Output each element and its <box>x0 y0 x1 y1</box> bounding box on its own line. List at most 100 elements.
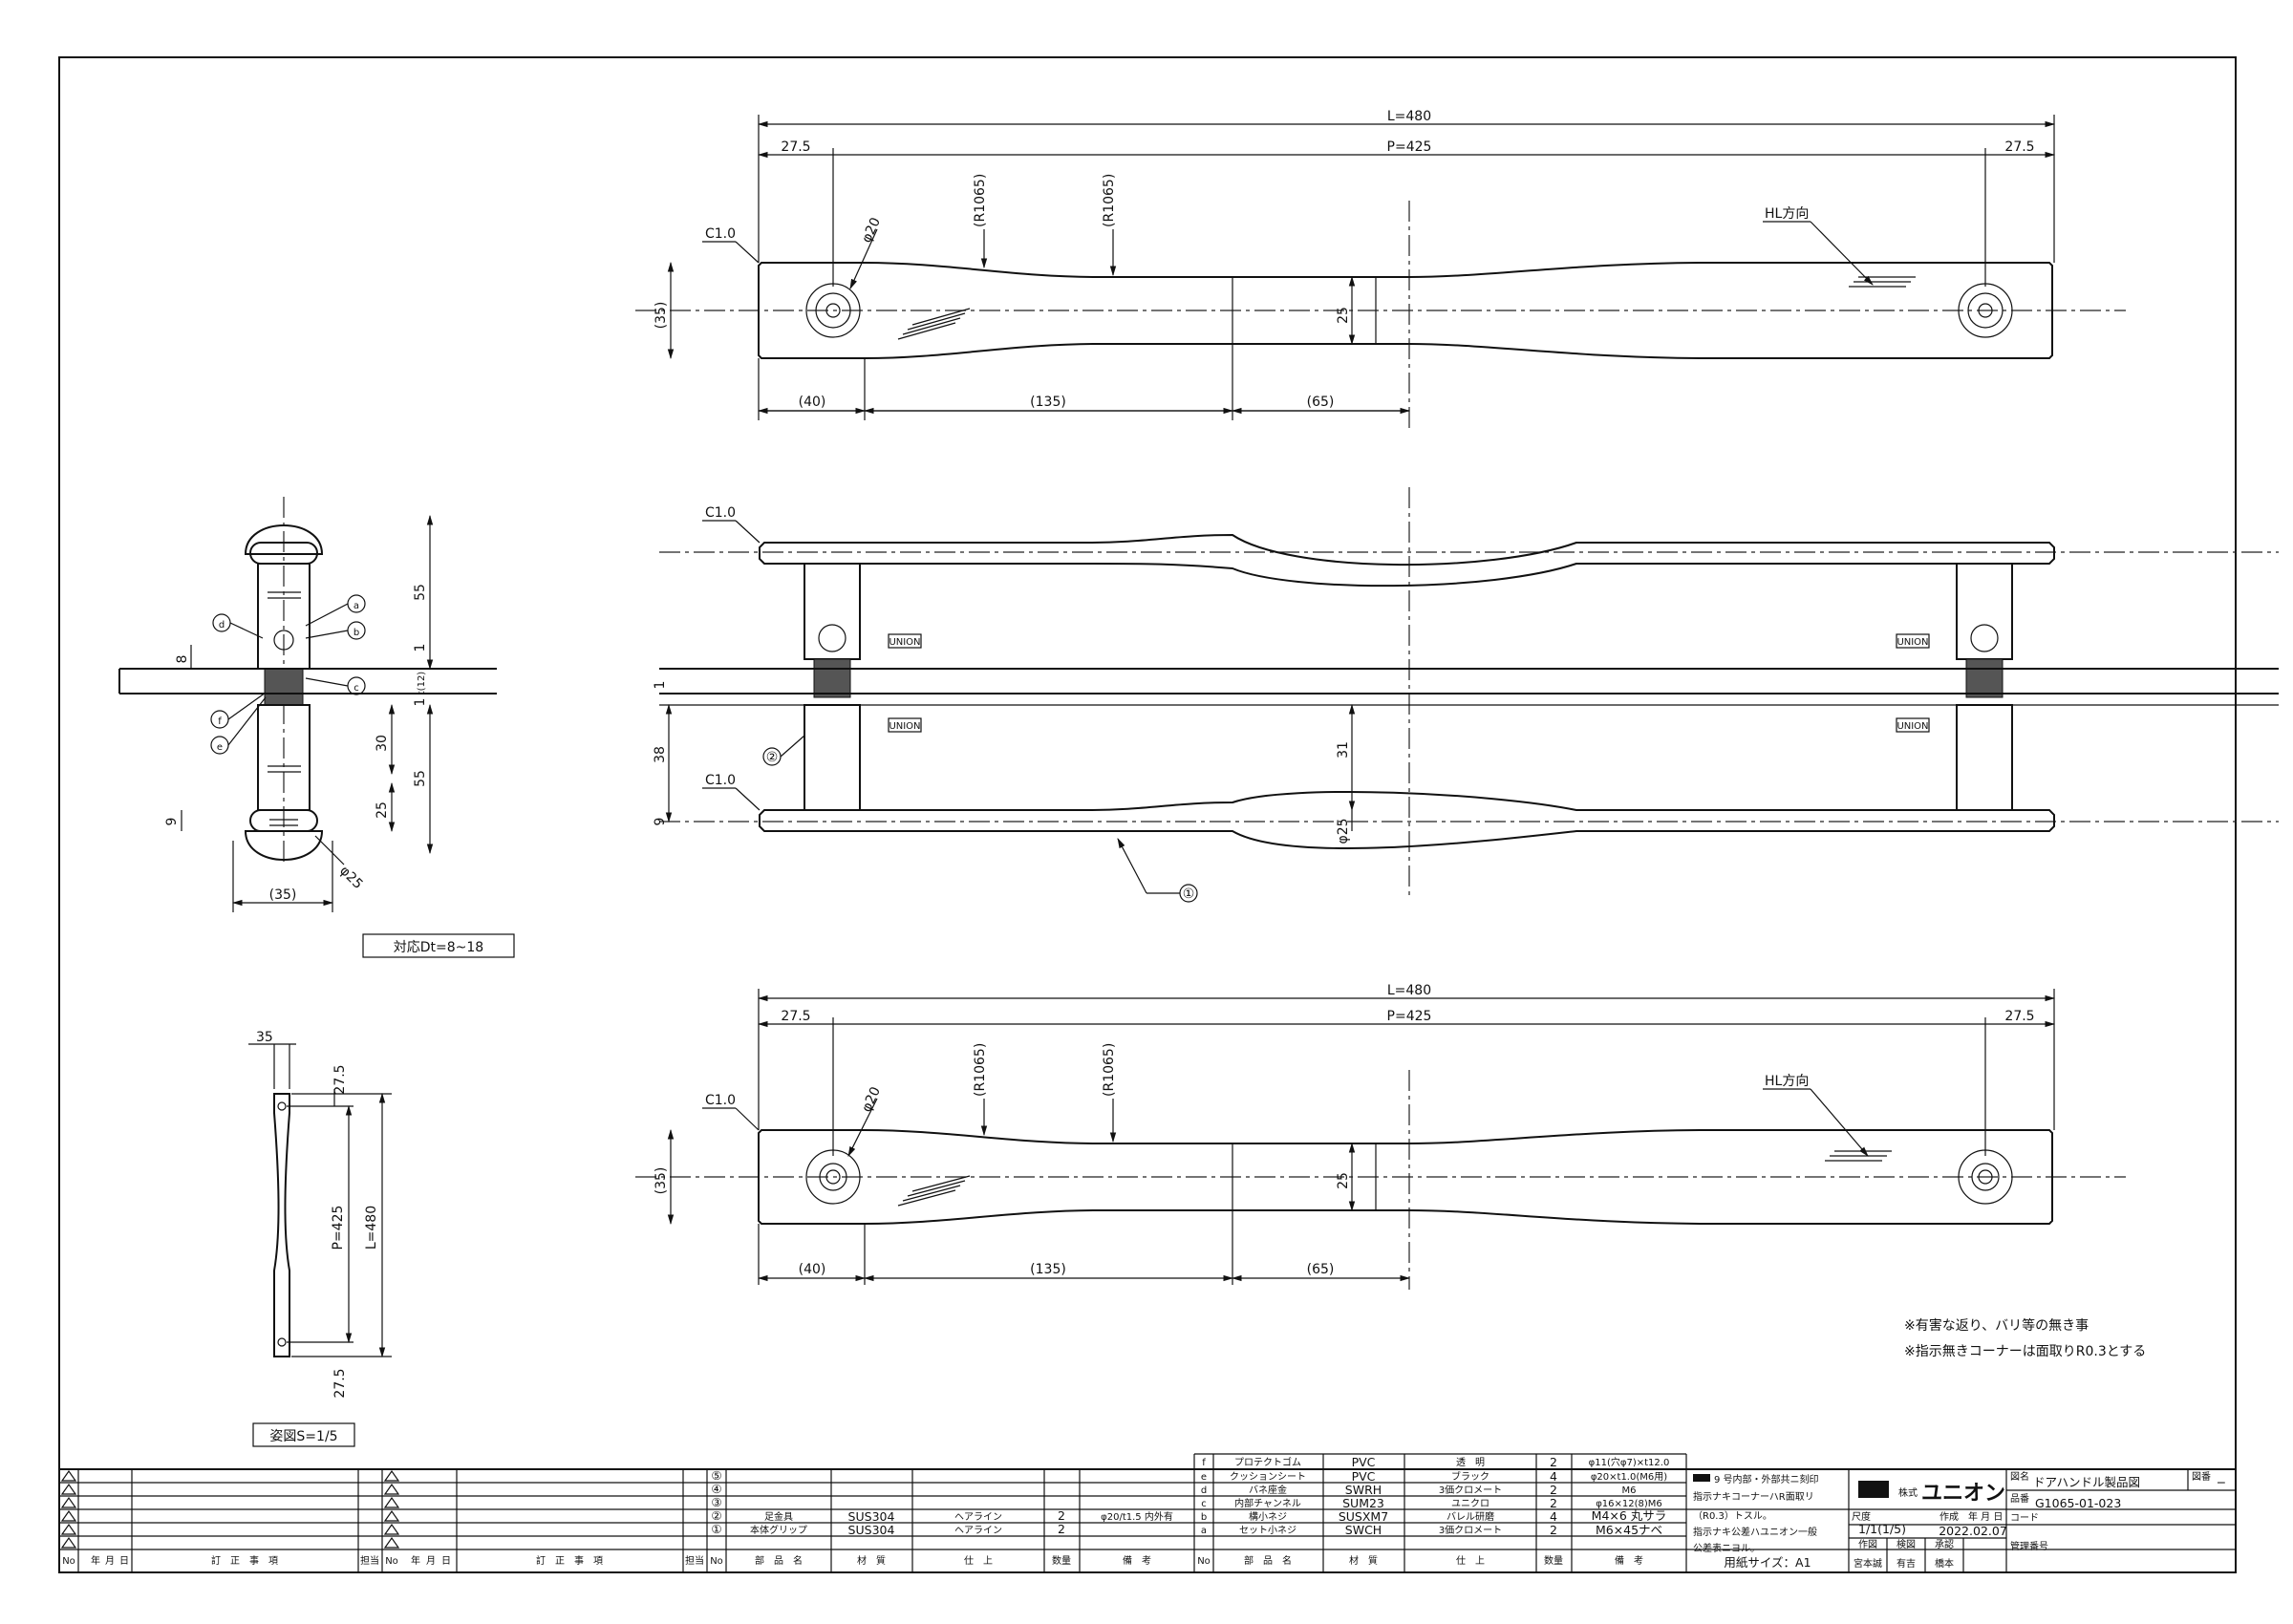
name-approver: 橋本 <box>1935 1557 1954 1570</box>
part-material: SUM23 <box>1342 1496 1384 1510</box>
note-2: ※指示無きコーナーは面取りR0.3とする <box>1904 1344 2146 1359</box>
part-no: ③ <box>711 1495 721 1509</box>
part-name: クッションシート <box>1230 1471 1306 1483</box>
parts-header-no-right: No <box>1197 1556 1211 1567</box>
rev-header-no-2: No <box>385 1556 398 1567</box>
part-material: SWRH <box>1345 1483 1382 1497</box>
dim-center-width: 25 <box>1336 307 1351 324</box>
part-no: b <box>1201 1512 1207 1523</box>
part-material: PVC <box>1352 1455 1376 1469</box>
part-no: ② <box>711 1508 721 1523</box>
marker-b: b <box>354 628 359 638</box>
dim-side-25: 25 <box>375 801 390 819</box>
dim-small-275-top: 27.5 <box>332 1064 348 1094</box>
note-1: ※有害な返り、バリ等の無き事 <box>1904 1317 2089 1334</box>
part-no: d <box>1201 1485 1207 1496</box>
label-hl-direction-2: HL方向 <box>1765 1074 1809 1089</box>
dim-end-right: 27.5 <box>2004 139 2034 155</box>
dim-width: (35) <box>654 302 669 330</box>
grip-lower <box>759 790 2055 849</box>
label-radius-2: (R1065) <box>1102 174 1117 227</box>
part-qty: 2 <box>1058 1522 1065 1536</box>
role-approver: 承認 <box>1935 1538 1954 1550</box>
company-name: ユニオン <box>1921 1482 2005 1506</box>
company-prefix: 株式 <box>1898 1486 1918 1499</box>
dim-small-35: 35 <box>256 1030 273 1045</box>
label-boss-dia-2: φ20 <box>859 1084 884 1114</box>
dim-side-55-bottom: 55 <box>413 770 428 787</box>
dim-small-275-bottom: 27.5 <box>332 1368 348 1398</box>
part-no: ① <box>711 1522 721 1536</box>
part-material: SUS304 <box>848 1523 895 1537</box>
rev-header-day-2: 日 <box>441 1556 451 1567</box>
dim-pitch-2: P=425 <box>1387 1009 1432 1024</box>
part-qty: 2 <box>1550 1496 1557 1510</box>
part-remarks: φ20/t1.5 内外有 <box>1101 1510 1173 1523</box>
label-boss-dia: φ20 <box>859 215 884 245</box>
part-qty: 4 <box>1550 1469 1557 1484</box>
part-name: 内部チャンネル <box>1234 1497 1301 1509</box>
label-radius-1: (R1065) <box>973 174 988 227</box>
leg-lower-right <box>1956 704 2013 811</box>
parts-header-qty-right: 数量 <box>1544 1554 1563 1567</box>
rev-header-content-2: 訂 正 事 項 <box>536 1554 603 1567</box>
marker-a: a <box>354 601 359 611</box>
dim-seg-40-2: (40) <box>799 1262 826 1277</box>
union-mark-1: UNION <box>889 637 920 648</box>
dim-small-p: P=425 <box>331 1206 346 1250</box>
marker-2: ② <box>766 750 779 765</box>
parts-header-name-right: 部 品 名 <box>1244 1554 1292 1567</box>
marker-f: f <box>218 716 222 727</box>
part-name: 本体グリップ <box>750 1524 807 1536</box>
scale-label: 尺度 <box>1852 1510 1871 1523</box>
part-name: プロテクトゴム <box>1234 1456 1301 1468</box>
part-qty: 2 <box>1550 1455 1557 1469</box>
parts-right-rows: f プロテクトゴム PVC 透 明 2 φ11(穴φ7)×t12.0 e クッシ… <box>1201 1455 1670 1537</box>
leg-upper-left <box>804 563 861 660</box>
marker-e: e <box>217 742 223 753</box>
part-no: a <box>1201 1526 1207 1536</box>
scale-view-label: 姿図S=1/5 <box>269 1429 337 1444</box>
part-no: f <box>1202 1458 1206 1468</box>
label-chamfer: C1.0 <box>705 226 736 242</box>
revision-label: 図番 <box>2192 1471 2211 1483</box>
front-view: UNION UNION UNION UNION C1.0 C1.0 38 1 3… <box>653 487 2279 903</box>
part-material: SUSXM7 <box>1339 1509 1388 1524</box>
drawing-number-label: 品番 <box>2010 1493 2029 1505</box>
dim-side-31: 31 <box>1336 741 1351 759</box>
paper-size: 用紙サイズ：A1 <box>1724 1555 1811 1570</box>
dim-end-left: 27.5 <box>781 139 810 155</box>
marker-d: d <box>219 620 225 630</box>
part-remarks: M6 <box>1622 1485 1637 1496</box>
part-material: SWCH <box>1345 1523 1382 1537</box>
rev-header-year: 年 <box>91 1554 100 1567</box>
label-chamfer-2: C1.0 <box>705 1093 736 1108</box>
name-checker: 有吉 <box>1897 1557 1916 1570</box>
cushion-left <box>813 658 851 698</box>
date-value: 2022.02.07 <box>1939 1524 2007 1538</box>
dim-overall-length: L=480 <box>1387 109 1431 124</box>
dim-seg-65-2: (65) <box>1307 1262 1335 1277</box>
dim-side-30: 30 <box>375 735 390 752</box>
part-finish: ヘアライン <box>954 1525 1002 1536</box>
part-remarks: φ20×t1.0(M6用) <box>1591 1472 1667 1483</box>
dim-small-l: L=480 <box>364 1206 379 1250</box>
part-finish: 3価クロメート <box>1439 1524 1502 1536</box>
rev-header-no: No <box>62 1556 75 1567</box>
part-finish: ユニクロ <box>1451 1498 1489 1509</box>
part-name: セット小ネジ <box>1239 1525 1297 1536</box>
part-name: 構小ネジ <box>1249 1510 1287 1523</box>
label-radius-4: (R1065) <box>1102 1043 1117 1097</box>
union-mark-2: UNION <box>889 721 920 732</box>
door-thickness-box <box>362 933 515 958</box>
dim-end-right-2: 27.5 <box>2004 1009 2034 1024</box>
dim-side-9b: 9 <box>653 818 668 826</box>
dim-seg-135-2: (135) <box>1030 1262 1066 1277</box>
grip-outline <box>758 262 2053 359</box>
grip-outline-2 <box>758 1129 2053 1225</box>
role-checker: 検図 <box>1897 1538 1916 1550</box>
scale-view: 35 27.5 P=425 L=480 27.5 姿図S=1/5 <box>248 1030 392 1447</box>
part-remarks: φ16×12(8)M6 <box>1596 1499 1662 1509</box>
parts-header-qty-left: 数量 <box>1052 1554 1071 1567</box>
